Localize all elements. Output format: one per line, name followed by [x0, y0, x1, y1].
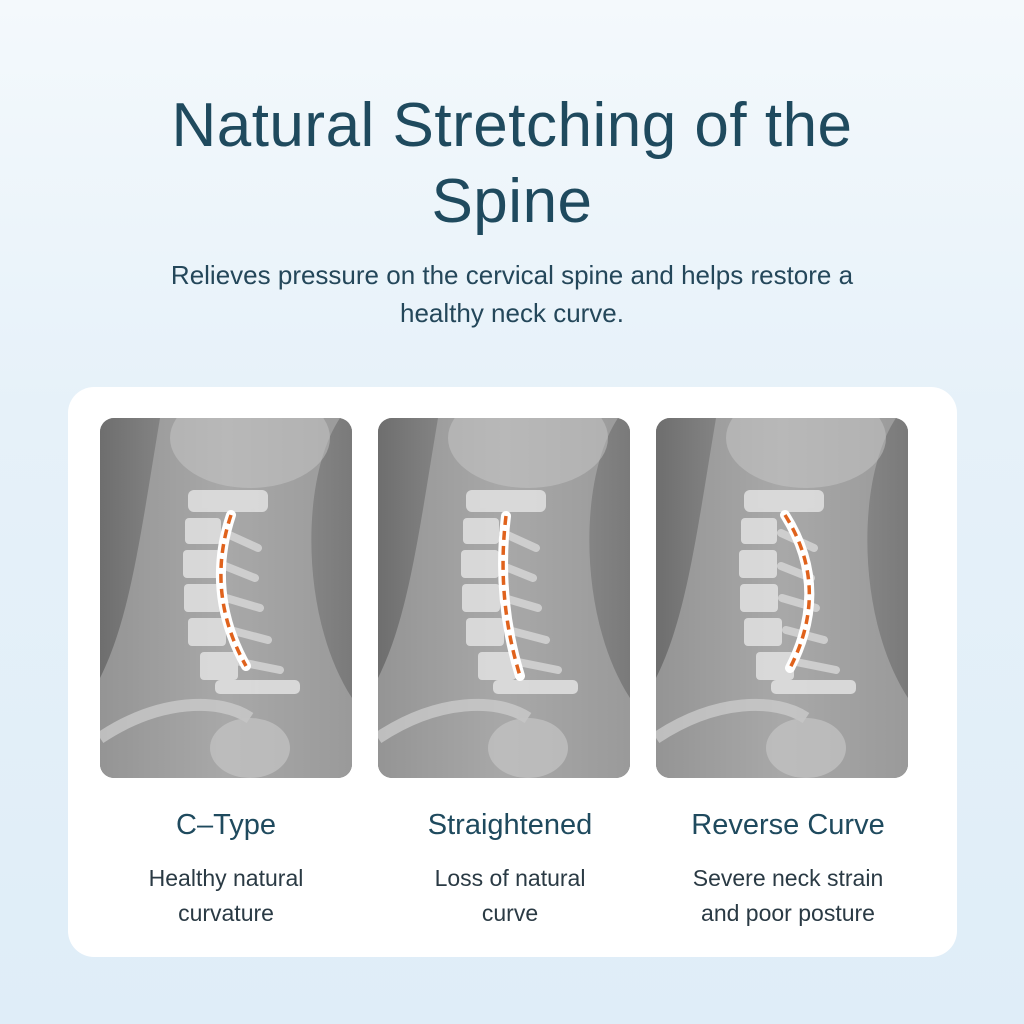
label-reverse-curve: Reverse Curve — [691, 809, 885, 841]
comparison-card: C–Type Healthy natural curvature Straigh… — [68, 387, 957, 957]
xray-straightened — [378, 418, 630, 778]
label-c-type: C–Type — [176, 809, 276, 841]
page-title: Natural Stretching of the Spine — [171, 91, 853, 236]
desc-c-type: Healthy natural curvature — [148, 865, 304, 926]
page-subtitle: Relieves pressure on the cervical spine … — [170, 260, 854, 328]
desc-reverse-curve: Severe neck strain and poor posture — [692, 865, 884, 926]
desc-straightened: Loss of natural curve — [434, 865, 586, 926]
xray-c-type — [100, 418, 352, 778]
label-straightened: Straightened — [427, 809, 593, 841]
xray-reverse-curve — [656, 418, 908, 778]
